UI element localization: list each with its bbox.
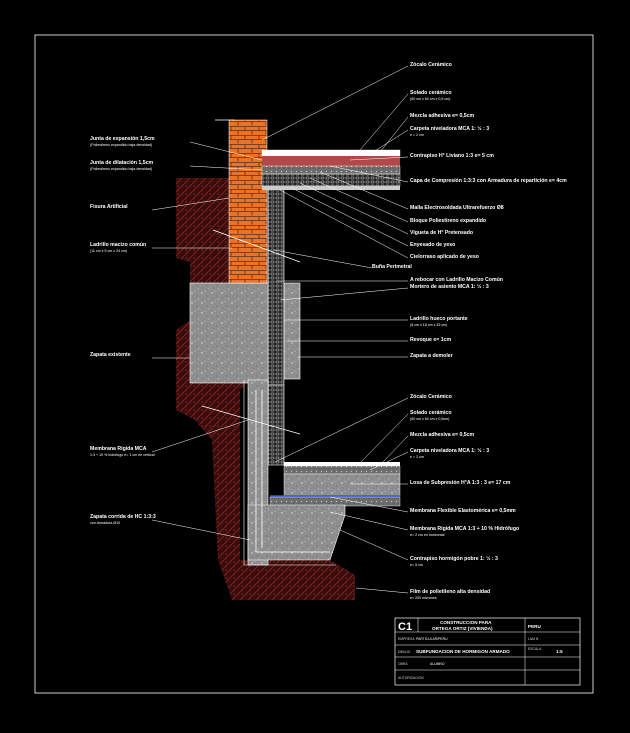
- right-annotation-label: Zócalo Cerámico: [410, 62, 452, 68]
- title-block-field-c-key: OBRA: [398, 662, 408, 666]
- left-annotation-sublabel: (Poliestireno expandido baja densidad): [90, 167, 152, 171]
- left-annotation-label: Zapata corrida de HC 1:3:3: [90, 514, 156, 520]
- title-block-field-b-val: SUBFUNDACION DE HORMIGON ARMADO: [416, 649, 510, 654]
- title-block-field-d-key: LAM N: [528, 637, 539, 641]
- left-annotation-label: Membrana Rígida MCA: [90, 446, 147, 452]
- solid-brick-wall: [228, 119, 268, 284]
- right-annotation-label: Vigueta de H° Pretensado: [410, 230, 473, 236]
- right-annotation-sublabel: (60 cm x 60 cm x 0,5cm): [410, 417, 449, 421]
- right-annotation-sublabel: e= 5 cm: [410, 563, 423, 567]
- title-block-field-f-key: AUTORIZACION: [398, 676, 424, 680]
- right-annotation-label: Membrana Rígida MCA 1:3 + 10 % Hidrófugo: [410, 526, 519, 532]
- title-block-field-b-key: DIBUJO: [398, 650, 411, 654]
- right-annotation-label: Capa de Compresión 1:3:3 con Armadura de…: [410, 178, 567, 184]
- leader-lines-left: [151, 141, 263, 541]
- right-annotation-label: Zapata a demoler: [410, 353, 453, 359]
- leader-lines-right: [261, 65, 409, 594]
- right-annotation-label: Bloque Poliestireno expandido: [410, 218, 486, 224]
- title-block-field-e-key: ESCALA: [528, 647, 542, 651]
- left-annotation-label: Zapata existente: [90, 352, 131, 358]
- right-annotation-sublabel: e= 2 cm en horizontal: [410, 533, 445, 537]
- right-annotation-label: Revoque e= 1cm: [410, 337, 451, 343]
- right-annotation-sublabel: e = 2 cm: [410, 133, 424, 137]
- title-block-line1: CONSTRUCCION PARA: [440, 620, 492, 625]
- right-annotation-label: Carpeta niveladora MCA 1: ½ : 3: [410, 125, 489, 132]
- title-block-field-a-val: PARTICULAR/PERU: [416, 637, 448, 641]
- title-block-field-a-key: EMPRESA: [398, 637, 415, 641]
- title-block-field-e-val: 1:5: [556, 649, 563, 654]
- upper-floor-slab: [261, 149, 401, 190]
- right-annotation-label: Mezcla adhesiva e= 0,5cm: [410, 113, 475, 119]
- right-annotation-label: A rebocar con Ladrillo Macizo Común: [410, 277, 503, 283]
- title-block: C1 CONSTRUCCION PARA ORTEGA ORTIZ (VIVIE…: [394, 617, 581, 686]
- right-annotation-label: Membrana Flexible Elastomérica e= 0,5mm: [410, 508, 516, 514]
- existing-footing: [189, 282, 274, 384]
- new-strip-footing: [243, 379, 346, 566]
- right-annotation-label: Contrapiso H° Liviano 1:3 e= 5 cm: [410, 153, 494, 159]
- right-annotation-label: Losa de Subpresión H°A 1:3 : 3 e= 17 cm: [410, 480, 511, 486]
- right-annotation-sublabel: e = 2 cm: [410, 455, 424, 459]
- right-annotation-label: Mortero de asiento MCA 1: ½ : 3: [410, 283, 489, 290]
- left-annotation-label: Fisura Artificial: [90, 204, 128, 210]
- title-block-country: PERU: [528, 624, 541, 629]
- right-annotation-label: Mezcla adhesiva e= 0,5cm: [410, 432, 475, 438]
- right-annotation-sublabel: (8 cm x 18 cm x 33 cm): [410, 323, 447, 327]
- left-annotation-label: Ladrillo macizo común: [90, 242, 146, 248]
- right-annotation-label: Carpeta niveladora MCA 1: ½ : 3: [410, 447, 489, 454]
- title-block-line2: ORTEGA ORTIZ (VIVIENDA): [432, 626, 493, 631]
- left-annotation-sublabel: con Armadura Ø10: [90, 521, 120, 525]
- left-annotation-labels: Junta de expansión 1,5cm(Poliestireno ex…: [90, 136, 156, 525]
- title-block-field-c-val: ALUMNO: [430, 662, 445, 666]
- right-annotation-label: Malla Electrosoldada Ultrarefuerzo Ø8: [410, 205, 504, 211]
- hollow-brick-wall-lower: [267, 384, 285, 466]
- right-annotation-label: Solado cerámico: [410, 410, 452, 416]
- right-annotation-sublabel: e= 200 micrones: [410, 596, 437, 600]
- break-lines: [201, 119, 301, 435]
- left-annotation-sublabel: 1:3 + 10 % hidrófugo e= 1 cm en vertical: [90, 453, 155, 457]
- right-annotation-sublabel: (60 cm x 60 cm x 0,5 cm): [410, 97, 450, 101]
- right-annotation-label: Cielorraso aplicado de yeso: [410, 254, 479, 260]
- right-annotation-label: Contrapiso hormigón pobre 1: ½ : 3: [410, 555, 498, 562]
- left-annotation-sublabel: (Poliestireno expandido baja densidad): [90, 143, 152, 147]
- right-annotation-label: Enyesado de yeso: [410, 242, 455, 248]
- lower-floor-slab: [269, 462, 401, 507]
- left-annotation-sublabel: (11 cm x 5 cm x 24 cm): [90, 249, 127, 253]
- drawing-frame: [34, 34, 594, 694]
- footing-to-demolish: [283, 282, 301, 380]
- right-annotation-label: Film de polietileno alta densidad: [410, 589, 490, 595]
- left-annotation-label: Junta de expansión 1,5cm: [90, 136, 155, 142]
- right-annotation-label: Buña Perimetral: [372, 264, 412, 270]
- left-annotation-label: Junta de dilatación 1,5cm: [90, 160, 154, 166]
- right-annotation-label: Ladrillo hueco portante: [410, 316, 468, 322]
- hollow-brick-wall: [267, 184, 285, 386]
- title-block-sheet-code: C1: [398, 621, 412, 633]
- right-annotation-label: Zócalo Cerámico: [410, 394, 452, 400]
- right-annotation-label: Solado cerámico: [410, 90, 452, 96]
